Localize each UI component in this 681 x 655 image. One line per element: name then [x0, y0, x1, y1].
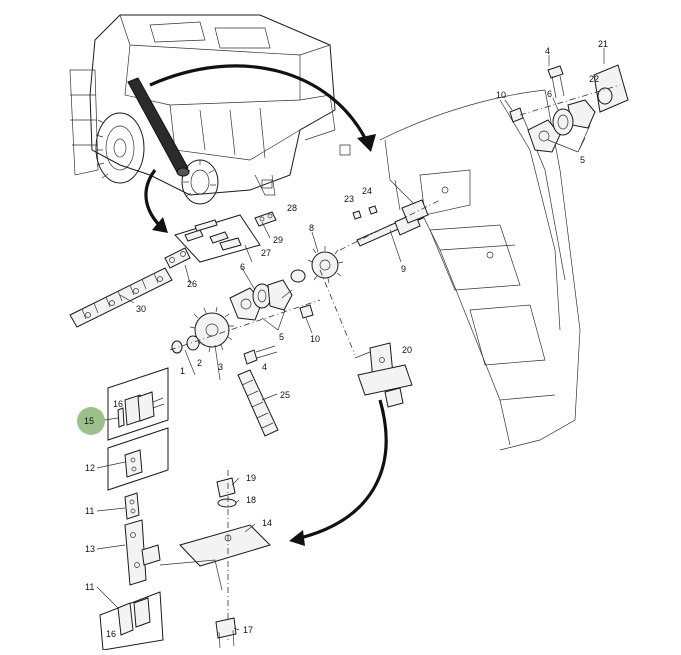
chain-25: [237, 369, 279, 437]
label-11-bottom[interactable]: 11: [85, 582, 94, 592]
label-25[interactable]: 25: [280, 390, 290, 400]
label-24[interactable]: 24: [362, 186, 372, 196]
label-2[interactable]: 2: [197, 358, 202, 368]
label-16-top[interactable]: 16: [113, 399, 123, 409]
label-21[interactable]: 21: [598, 39, 608, 49]
label-29[interactable]: 29: [273, 235, 283, 245]
leader-lines: [96, 48, 605, 631]
label-15[interactable]: 15: [84, 416, 94, 426]
label-6-top[interactable]: 6: [547, 89, 552, 99]
label-17[interactable]: 17: [243, 625, 253, 635]
chain-parts: [69, 211, 277, 328]
mounting-plate-assembly: [159, 470, 271, 649]
label-12[interactable]: 12: [85, 463, 95, 473]
label-13[interactable]: 13: [85, 544, 95, 554]
label-1[interactable]: 1: [180, 366, 185, 376]
label-3[interactable]: 3: [218, 362, 223, 372]
shaft-assembly: [290, 199, 441, 356]
label-11-top[interactable]: 11: [85, 506, 94, 516]
label-19[interactable]: 19: [246, 473, 256, 483]
label-20[interactable]: 20: [402, 345, 412, 355]
label-18[interactable]: 18: [246, 495, 256, 505]
middle-sprocket-assembly: [169, 279, 321, 381]
label-6-mid[interactable]: 6: [240, 262, 245, 272]
bracket-20: [357, 342, 413, 408]
label-22[interactable]: 22: [589, 74, 599, 84]
tensioner-subassemblies: [99, 367, 169, 651]
label-5-mid[interactable]: 5: [279, 332, 284, 342]
label-5-top[interactable]: 5: [580, 155, 585, 165]
label-23[interactable]: 23: [344, 194, 354, 204]
label-30[interactable]: 30: [136, 304, 146, 314]
label-27[interactable]: 27: [261, 248, 271, 258]
label-28[interactable]: 28: [287, 203, 297, 213]
harvester-illustration: [69, 14, 351, 205]
label-8[interactable]: 8: [309, 223, 314, 233]
label-16-bottom[interactable]: 16: [106, 629, 116, 639]
label-26[interactable]: 26: [187, 279, 197, 289]
upper-sprocket-assembly: [509, 64, 629, 153]
label-4-top[interactable]: 4: [545, 46, 550, 56]
callout-labels: 4 21 22 10 6 5 23 24 28 29 8 27 9 6 26 3…: [84, 39, 608, 639]
label-10-top[interactable]: 10: [496, 90, 506, 100]
label-14[interactable]: 14: [262, 518, 272, 528]
part-15-highlight[interactable]: [77, 407, 105, 435]
reference-arrows: [144, 64, 388, 546]
label-9[interactable]: 9: [401, 264, 406, 274]
label-10-mid[interactable]: 10: [310, 334, 320, 344]
label-4-mid[interactable]: 4: [262, 362, 267, 372]
